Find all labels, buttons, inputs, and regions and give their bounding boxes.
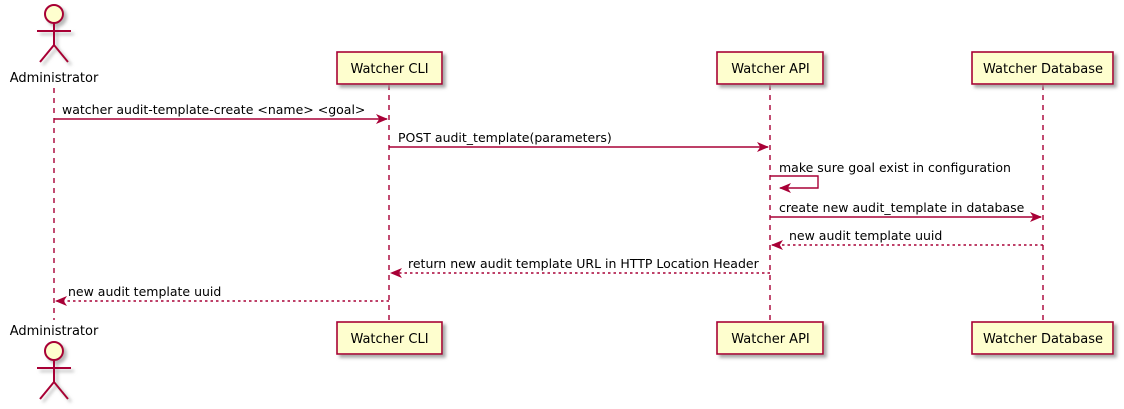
message-3-label: make sure goal exist in configuration	[779, 160, 1011, 175]
participant-box-watcher-database-bottom[interactable]: Watcher Database	[971, 321, 1114, 355]
message-1-label: watcher audit-template-create <name> <go…	[62, 102, 365, 117]
message-4-label: create new audit_template in database	[779, 200, 1025, 215]
actor-leg-right-line	[53, 381, 69, 400]
participant-label-watcher-cli-bottom: Watcher CLI	[350, 332, 428, 347]
message-3-make-sure-goal-exist[interactable]: make sure goal exist in configuration	[770, 160, 1011, 193]
actor-administrator-top[interactable]: Administrator	[10, 4, 99, 86]
participant-box-watcher-api-top[interactable]: Watcher API	[716, 51, 824, 85]
participant-box-rect	[971, 321, 1114, 355]
participant-label-watcher-api-bottom: Watcher API	[731, 332, 810, 347]
actor-administrator-bottom[interactable]: Administrator	[10, 324, 99, 400]
participant-box-rect	[716, 51, 824, 85]
participant-label-watcher-database-top: Watcher Database	[983, 62, 1103, 77]
actor-head-icon	[44, 4, 64, 24]
message-3-self-arrow	[770, 175, 819, 193]
message-5-label: new audit template uuid	[789, 228, 942, 243]
participant-box-rect	[336, 51, 443, 85]
message-7-new-audit-template-uuid-cli[interactable]: new audit template uuid	[55, 284, 389, 306]
participant-box-rect	[336, 321, 443, 355]
message-4-create-new-audit-template[interactable]: create new audit_template in database	[770, 200, 1042, 222]
actor-leg-left-line	[39, 381, 55, 400]
actor-head-icon	[44, 341, 64, 361]
participant-box-watcher-database-top[interactable]: Watcher Database	[971, 51, 1114, 85]
participant-box-rect	[716, 321, 824, 355]
actor-label-administrator-top: Administrator	[10, 71, 99, 86]
actor-leg-left-line	[39, 44, 55, 63]
actor-label-administrator-bottom: Administrator	[10, 324, 99, 339]
participant-label-watcher-cli-top: Watcher CLI	[350, 62, 428, 77]
message-2-label: POST audit_template(parameters)	[398, 130, 612, 145]
message-6-return-audit-template-url[interactable]: return new audit template URL in HTTP Lo…	[390, 256, 770, 278]
participant-label-watcher-api-top: Watcher API	[731, 62, 810, 77]
message-5-new-audit-template-uuid-db[interactable]: new audit template uuid	[771, 228, 1043, 250]
message-2-post-audit-template[interactable]: POST audit_template(parameters)	[389, 130, 769, 152]
message-1-watcher-audit-template-create[interactable]: watcher audit-template-create <name> <go…	[54, 102, 388, 124]
message-7-label: new audit template uuid	[68, 284, 221, 299]
participant-box-rect	[971, 51, 1114, 85]
actor-figure-bottom	[37, 341, 71, 400]
participant-label-watcher-database-bottom: Watcher Database	[983, 332, 1103, 347]
actor-leg-right-line	[53, 44, 69, 63]
lifelines	[53, 85, 1044, 330]
participant-box-watcher-cli-top[interactable]: Watcher CLI	[336, 51, 443, 85]
actor-figure-top	[37, 4, 71, 63]
participant-box-watcher-api-bottom[interactable]: Watcher API	[716, 321, 824, 355]
message-6-label: return new audit template URL in HTTP Lo…	[408, 256, 760, 271]
participant-box-watcher-cli-bottom[interactable]: Watcher CLI	[336, 321, 443, 355]
